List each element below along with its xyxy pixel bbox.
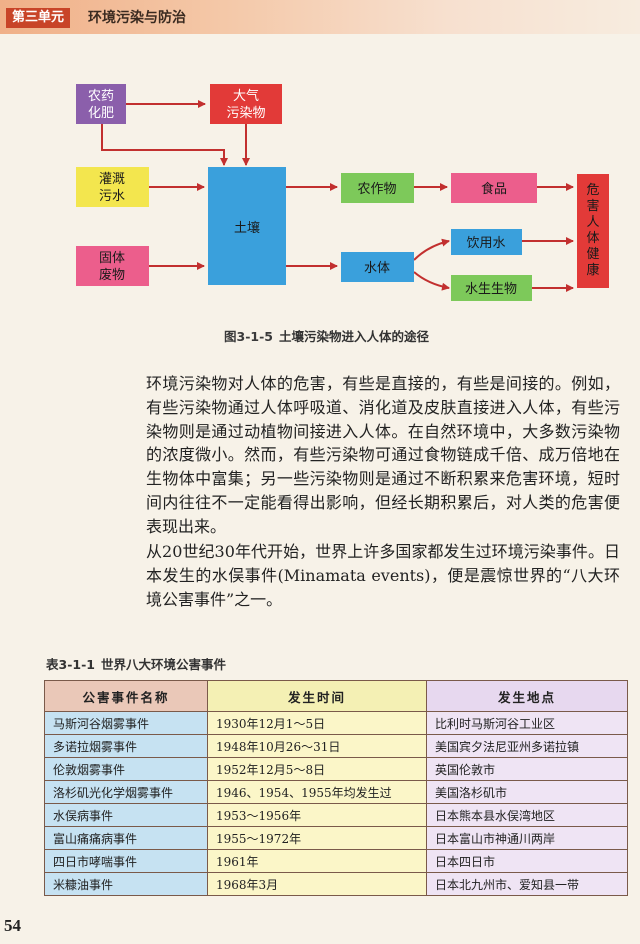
aquatic-label: 水生生物: [465, 282, 517, 297]
event-time: 1946、1954、1955年均发生过: [207, 780, 427, 804]
table-header-row: 公害事件名称 发生时间 发生地点: [44, 680, 628, 712]
event-time: 1952年12月5～8日: [207, 757, 427, 781]
table-row: 伦敦烟雾事件 1952年12月5～8日 英国伦敦市: [44, 757, 628, 781]
unit-header-bar: 第三单元 环境污染与防治: [0, 0, 640, 34]
crops-label: 农作物: [357, 182, 396, 197]
figure-number: 图3-1-5: [224, 329, 273, 344]
crops-box: [341, 173, 414, 203]
svg-text:人: 人: [586, 215, 599, 230]
table-row: 马斯河谷烟雾事件 1930年12月1～5日 比利时马斯河谷工业区: [44, 711, 628, 735]
food-box: [451, 173, 537, 203]
event-time: 1953～1956年: [207, 803, 427, 827]
pollution-events-table: 公害事件名称 发生时间 发生地点 马斯河谷烟雾事件 1930年12月1～5日 比…: [44, 680, 628, 896]
event-time: 1948年10月26～31日: [207, 734, 427, 758]
header-time: 发生时间: [207, 680, 427, 712]
aquatic-life-box: [451, 275, 532, 301]
solid-waste-box: [76, 246, 149, 286]
event-name: 洛杉矶光化学烟雾事件: [44, 780, 208, 804]
table-number: 表3-1-1: [46, 657, 95, 672]
unit-label: 第三单元: [6, 8, 71, 28]
irrigation-box: [76, 167, 149, 207]
table-row: 多诺拉烟雾事件 1948年10月26～31日 美国宾夕法尼亚州多诺拉镇: [44, 734, 628, 758]
water-body-box: [341, 252, 414, 282]
event-name: 多诺拉烟雾事件: [44, 734, 208, 758]
water-label: 水体: [364, 261, 390, 276]
table-caption: 表3-1-1 世界八大环境公害事件: [46, 654, 226, 673]
irrigation-label-2: 污水: [99, 189, 125, 204]
event-time: 1955～1972年: [207, 826, 427, 850]
svg-text:危: 危: [586, 183, 599, 198]
arrow-pesticide-to-soil: [101, 124, 228, 166]
table-row: 米糠油事件 1968年3月 日本北九州市、爱知县一带: [44, 872, 628, 896]
pesticide-box: [76, 84, 126, 124]
event-location: 日本熊本县水俣湾地区: [426, 803, 628, 827]
pesticide-label-1: 农药: [88, 89, 114, 104]
waste-label-1: 固体: [99, 251, 125, 266]
drink-label: 饮用水: [466, 236, 505, 251]
soil-box: [208, 167, 286, 285]
drinking-water-box: [451, 229, 522, 255]
event-location: 日本北九州市、爱知县一带: [426, 872, 628, 896]
figure-caption-text: 土壤污染物进入人体的途径: [278, 329, 429, 344]
table-row: 富山痛痛病事件 1955～1972年 日本富山市神通川两岸: [44, 826, 628, 850]
svg-text:健: 健: [586, 247, 599, 262]
event-name: 伦敦烟雾事件: [44, 757, 208, 781]
pollution-pathway-diagram: 农药 化肥 大气 污染物 灌溉 污水 土壤 固体 废物 农作物 水体 食品 饮用…: [76, 84, 609, 301]
air-label-1: 大气: [233, 88, 259, 104]
svg-text:康: 康: [586, 262, 599, 278]
event-time: 1968年3月: [207, 872, 427, 896]
header-location: 发生地点: [426, 680, 628, 712]
event-name: 马斯河谷烟雾事件: [44, 711, 208, 735]
soil-label: 土壤: [234, 220, 260, 236]
page-number: 54: [4, 916, 21, 935]
arrow-water-to-aquatic: [413, 271, 450, 291]
event-name: 四日市哮喘事件: [44, 849, 208, 873]
unit-title: 环境污染与防治: [88, 10, 186, 26]
table-caption-text: 世界八大环境公害事件: [100, 657, 226, 672]
event-location: 日本四日市: [426, 849, 628, 873]
event-location: 美国宾夕法尼亚州多诺拉镇: [426, 734, 628, 758]
event-time: 1961年: [207, 849, 427, 873]
table-row: 四日市哮喘事件 1961年 日本四日市: [44, 849, 628, 873]
event-location: 美国洛杉矶市: [426, 780, 628, 804]
svg-text:体: 体: [586, 231, 599, 246]
header-event-name: 公害事件名称: [44, 680, 208, 712]
event-name: 水俣病事件: [44, 803, 208, 827]
food-label: 食品: [481, 181, 507, 197]
event-location: 英国伦敦市: [426, 757, 628, 781]
waste-label-2: 废物: [99, 267, 125, 283]
event-name: 米糠油事件: [44, 872, 208, 896]
event-location: 日本富山市神通川两岸: [426, 826, 628, 850]
event-name: 富山痛痛病事件: [44, 826, 208, 850]
arrow-water-to-drink: [413, 238, 450, 261]
figure-caption: 图3-1-5 土壤污染物进入人体的途径: [224, 326, 429, 345]
health-label: 危 害 人 体 健 康: [586, 183, 599, 278]
air-label-2: 污染物: [226, 106, 265, 121]
paragraph-1: 环境污染物对人体的危害，有些是直接的，有些是间接的。例如，有些污染物通过人体呼吸…: [146, 374, 620, 536]
svg-text:害: 害: [586, 198, 599, 214]
air-pollutant-box: [210, 84, 282, 124]
pesticide-label-2: 化肥: [88, 106, 114, 121]
table-row: 水俣病事件 1953～1956年 日本熊本县水俣湾地区: [44, 803, 628, 827]
event-location: 比利时马斯河谷工业区: [426, 711, 628, 735]
paragraph-2: 从20世纪30年代开始，世界上许多国家都发生过环境污染事件。日本发生的水俣事件(…: [146, 542, 620, 609]
irrigation-label-1: 灌溉: [99, 172, 125, 187]
health-harm-box: [577, 174, 609, 288]
table-row: 洛杉矶光化学烟雾事件 1946、1954、1955年均发生过 美国洛杉矶市: [44, 780, 628, 804]
event-time: 1930年12月1～5日: [207, 711, 427, 735]
